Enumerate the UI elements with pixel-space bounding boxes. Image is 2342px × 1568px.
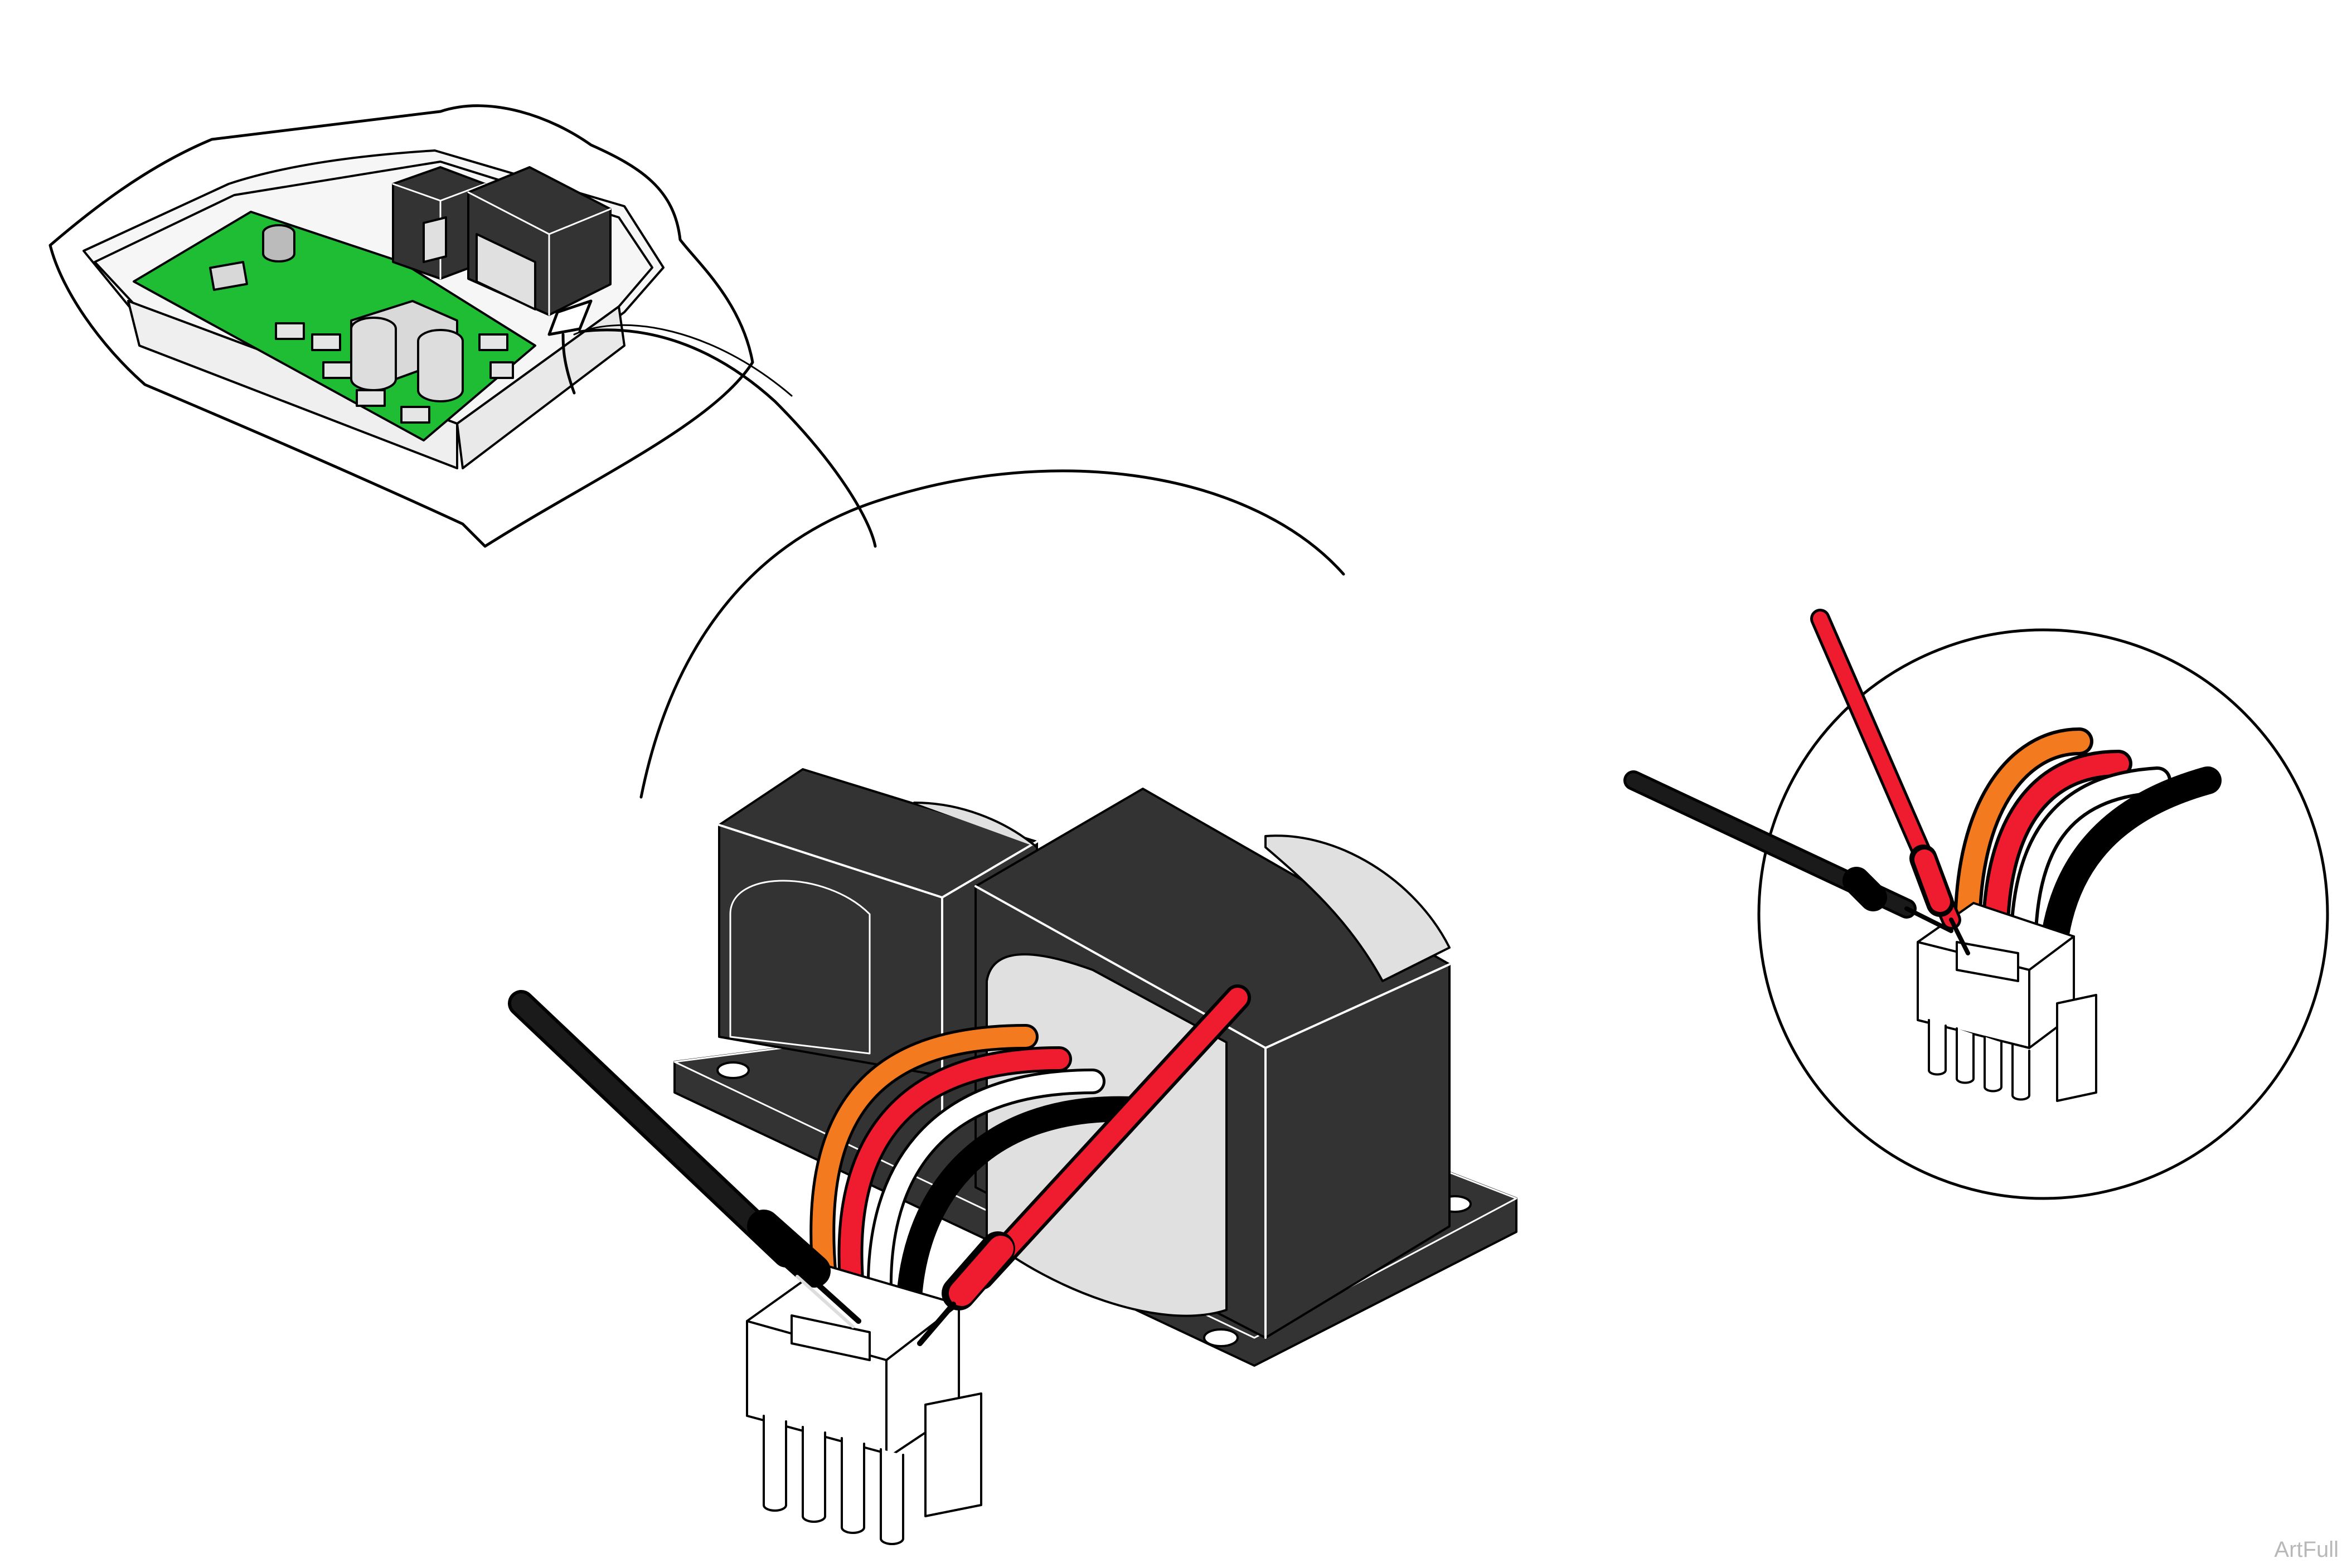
wire-connector xyxy=(746,1264,982,1545)
callout-arrow-icon xyxy=(547,299,877,548)
wire-black xyxy=(895,1096,1145,1345)
housing-transformers xyxy=(392,166,612,316)
test-probe-black xyxy=(508,990,861,1328)
circuit-board xyxy=(133,211,536,441)
wire-harness xyxy=(809,1024,1145,1345)
transformer-assembly xyxy=(673,768,1517,1367)
detail-callout xyxy=(1623,609,2329,1200)
test-probe-red xyxy=(917,984,1251,1346)
callout-arc xyxy=(639,469,1345,799)
watermark-text: ArtFull xyxy=(2274,1537,2339,1562)
